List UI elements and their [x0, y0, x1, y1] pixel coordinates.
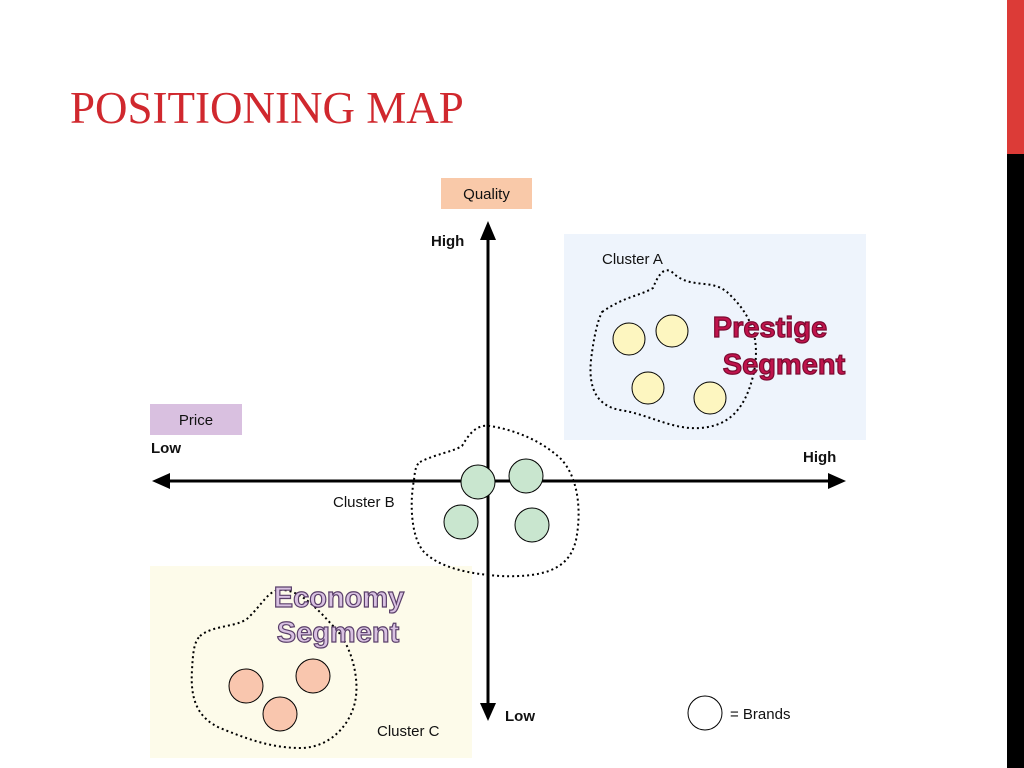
cluster-b-label: Cluster B — [333, 494, 395, 511]
cluster-b-boundary — [410, 424, 580, 578]
prestige-segment-line2: Segment — [723, 349, 846, 381]
price-low-label: Low — [151, 440, 181, 457]
brand-c3 — [262, 696, 298, 732]
brand-a4 — [693, 381, 727, 415]
price-arrow-right — [828, 473, 846, 489]
quality-arrow-up — [480, 221, 496, 240]
brand-a1 — [612, 322, 646, 356]
accent-bar-black — [1007, 154, 1024, 768]
price-arrow-left — [152, 473, 170, 489]
cluster-c-boundary — [190, 588, 358, 750]
cluster-a-boundary — [589, 269, 757, 430]
economy-segment-line2: Segment — [277, 617, 400, 649]
brand-c1 — [228, 668, 264, 704]
prestige-segment-line1: Prestige — [713, 312, 827, 344]
accent-bar-red — [1007, 0, 1024, 154]
price-axis-label: Price — [150, 404, 242, 435]
economy-segment-line1: Economy — [274, 582, 405, 614]
brand-b4 — [514, 507, 550, 543]
brand-b1 — [460, 464, 496, 500]
price-high-label: High — [803, 449, 836, 466]
legend-text: = Brands — [730, 706, 790, 723]
slide-title: POSITIONING MAP — [70, 83, 464, 133]
quality-arrow-down — [480, 703, 496, 721]
legend: = Brands — [687, 695, 790, 731]
brand-b3 — [443, 504, 479, 540]
brand-a3 — [631, 371, 665, 405]
cluster-c-label: Cluster C — [377, 723, 440, 740]
cluster-a-label: Cluster A — [602, 251, 663, 268]
positioning-map: Quality Price High Low Low High Cluster … — [150, 178, 866, 758]
quality-high-label: High — [431, 233, 464, 250]
brand-a2 — [655, 314, 689, 348]
quality-axis-label: Quality — [441, 178, 532, 209]
brand-c2 — [295, 658, 331, 694]
legend-brand-icon — [687, 695, 723, 731]
quality-label-text: Quality — [463, 186, 510, 203]
brand-b2 — [508, 458, 544, 494]
price-label-text: Price — [179, 412, 213, 429]
quality-low-label: Low — [505, 708, 535, 725]
